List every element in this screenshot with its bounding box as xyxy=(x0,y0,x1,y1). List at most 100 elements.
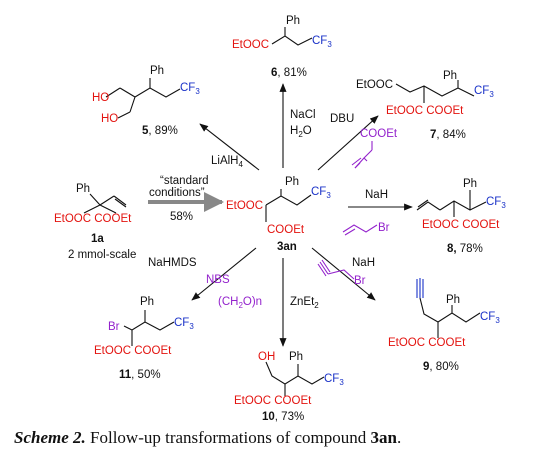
label-part: ZnEt xyxy=(290,296,315,308)
label-part: , 81% xyxy=(277,67,306,79)
phenyl-label: Ph xyxy=(286,15,300,27)
caption-end: . xyxy=(396,428,402,447)
label-part: 3 xyxy=(189,322,194,331)
allyl-bromide-label: Br xyxy=(378,222,390,234)
label-part: CF xyxy=(474,85,489,97)
label-part: 3 xyxy=(195,87,200,96)
phenyl-label: Ph xyxy=(140,296,154,308)
compound-label-5: 5, 89% xyxy=(142,125,178,137)
label-part: 3 xyxy=(327,40,332,49)
compound-3an: Ph EtOOC COOEt CF3 3an xyxy=(226,176,331,253)
cf3-label: CF3 xyxy=(311,186,331,200)
compound-id-1a: 1a xyxy=(91,233,104,245)
label-part: 11 xyxy=(119,369,132,381)
compound-label-7: 7, 84% xyxy=(430,129,466,141)
cf3-label: CF3 xyxy=(486,196,506,210)
yield-3an: 58% xyxy=(170,211,193,223)
reagent-nah: NaH xyxy=(365,189,388,201)
bromo-label: Br xyxy=(108,321,120,333)
reagent-standard-1: “standard xyxy=(160,175,209,187)
reagent-nbs: NBS xyxy=(206,274,230,286)
reagent-nahmds: NaHMDS xyxy=(148,257,197,269)
diester-label: EtOOC COOEt xyxy=(94,345,172,357)
arrow-to-11: NaHMDS NBS xyxy=(148,247,257,301)
compound-label-8: 8, 78% xyxy=(447,243,483,255)
label-part: 7 xyxy=(430,129,436,141)
reagent-paraformaldehyde: (CH2O)n xyxy=(218,296,262,310)
arrow-to-8: NaH Br xyxy=(342,189,413,236)
label-part: 3 xyxy=(501,201,506,210)
label-part: , 84% xyxy=(436,129,465,141)
compound-6: Ph EtOOC CF3 6, 81% xyxy=(232,15,332,79)
label-part: 10 xyxy=(262,411,275,423)
compound-label-11: 11, 50% xyxy=(119,369,161,381)
caption-text: Follow-up transformations of compound xyxy=(85,428,371,447)
reagent-water: H2O xyxy=(290,125,312,139)
diester-label: EtOOC COOEt xyxy=(234,395,312,407)
label-part: , 80% xyxy=(429,361,458,373)
scale-label: 2 mmol-scale xyxy=(68,249,136,261)
phenyl-label: Ph xyxy=(285,176,299,188)
propargyl-bromide-label: Br xyxy=(354,275,366,287)
cf3-label: CF3 xyxy=(180,82,200,96)
ester-label: EtOOC xyxy=(232,39,269,51)
reagent-lialh4: LiAlH4 xyxy=(211,155,243,169)
ester-bottom-label: COOEt xyxy=(267,224,305,236)
label-part: CF xyxy=(312,35,327,47)
cf3-label: CF3 xyxy=(324,373,344,387)
label-part: CF xyxy=(480,311,495,323)
label-part: 4 xyxy=(238,160,243,169)
arrow-to-9: NaH Br xyxy=(311,247,376,301)
label-part: 2 xyxy=(314,301,319,310)
compound-11: Ph Br CF3 EtOOC COOEt 11, 50% xyxy=(94,296,194,381)
compound-label-9: 9, 80% xyxy=(423,361,459,373)
arrow-to-5: LiAlH4 xyxy=(199,123,260,171)
arrow-standard-conditions: “standard conditions” 58% xyxy=(148,175,224,223)
label-part: LiAlH xyxy=(211,155,238,167)
label-part: CF xyxy=(486,196,501,208)
cf3-label: CF3 xyxy=(474,85,494,99)
hydroxyl-label: OH xyxy=(258,351,275,363)
arrow-to-10: (CH2O)n ZnEt2 xyxy=(218,258,319,347)
label-part: CF xyxy=(324,373,339,385)
compound-10: OH Ph CF3 EtOOC COOEt 10, 73% xyxy=(234,351,344,423)
label-part: 6 xyxy=(271,67,277,79)
reaction-scheme: Ph EtOOC COOEt 1a 2 mmol-scale “standard… xyxy=(54,15,506,423)
ester-left-label: EtOOC xyxy=(226,200,263,212)
label-part: CF xyxy=(311,186,326,198)
phenyl-label: Ph xyxy=(443,70,457,82)
label-part: 2 xyxy=(298,130,303,139)
label-part: 3 xyxy=(495,316,500,325)
diester-label: EtOOC COOEt xyxy=(54,213,132,225)
label-part: 9 xyxy=(423,361,429,373)
phenyl-label: Ph xyxy=(446,294,460,306)
label-part: 3 xyxy=(326,191,331,200)
hydroxyl-label-2: HO xyxy=(101,113,118,125)
label-part: 78% xyxy=(457,243,483,255)
label-part: (CH xyxy=(218,296,238,308)
reagent-standard-2: conditions” xyxy=(149,187,205,199)
label-part: , 89% xyxy=(148,125,177,137)
compound-8: Ph CF3 EtOOC COOEt 8, 78% xyxy=(416,178,506,255)
label-part: 3 xyxy=(489,90,494,99)
compound-5: Ph HO HO CF3 5, 89% xyxy=(92,65,200,137)
caption-label: Scheme 2. xyxy=(14,428,86,447)
label-part: , 73% xyxy=(275,411,304,423)
compound-9: Ph CF3 EtOOC COOEt 9, 80% xyxy=(388,278,500,373)
compound-label-6: 6, 81% xyxy=(271,67,307,79)
label-part: CF xyxy=(180,82,195,94)
cf3-label: CF3 xyxy=(312,35,332,49)
compound-7: EtOOC Ph CF3 EtOOC COOEt 7, 84% xyxy=(356,70,494,141)
label-part: 2 xyxy=(238,301,243,310)
diester-label: EtOOC COOEt xyxy=(422,219,500,231)
reagent-nah: NaH xyxy=(352,257,375,269)
cf3-label: CF3 xyxy=(174,317,194,331)
label-part: O xyxy=(303,125,312,137)
arrow-to-7: DBU COOEt xyxy=(317,113,398,171)
reagent-dbu: DBU xyxy=(330,113,354,125)
cf3-label: CF3 xyxy=(480,311,500,325)
diester-label: EtOOC COOEt xyxy=(388,337,466,349)
label-part: H xyxy=(290,125,298,137)
compound-label-10: 10, 73% xyxy=(262,411,304,423)
ester-top-label: EtOOC xyxy=(356,79,393,91)
